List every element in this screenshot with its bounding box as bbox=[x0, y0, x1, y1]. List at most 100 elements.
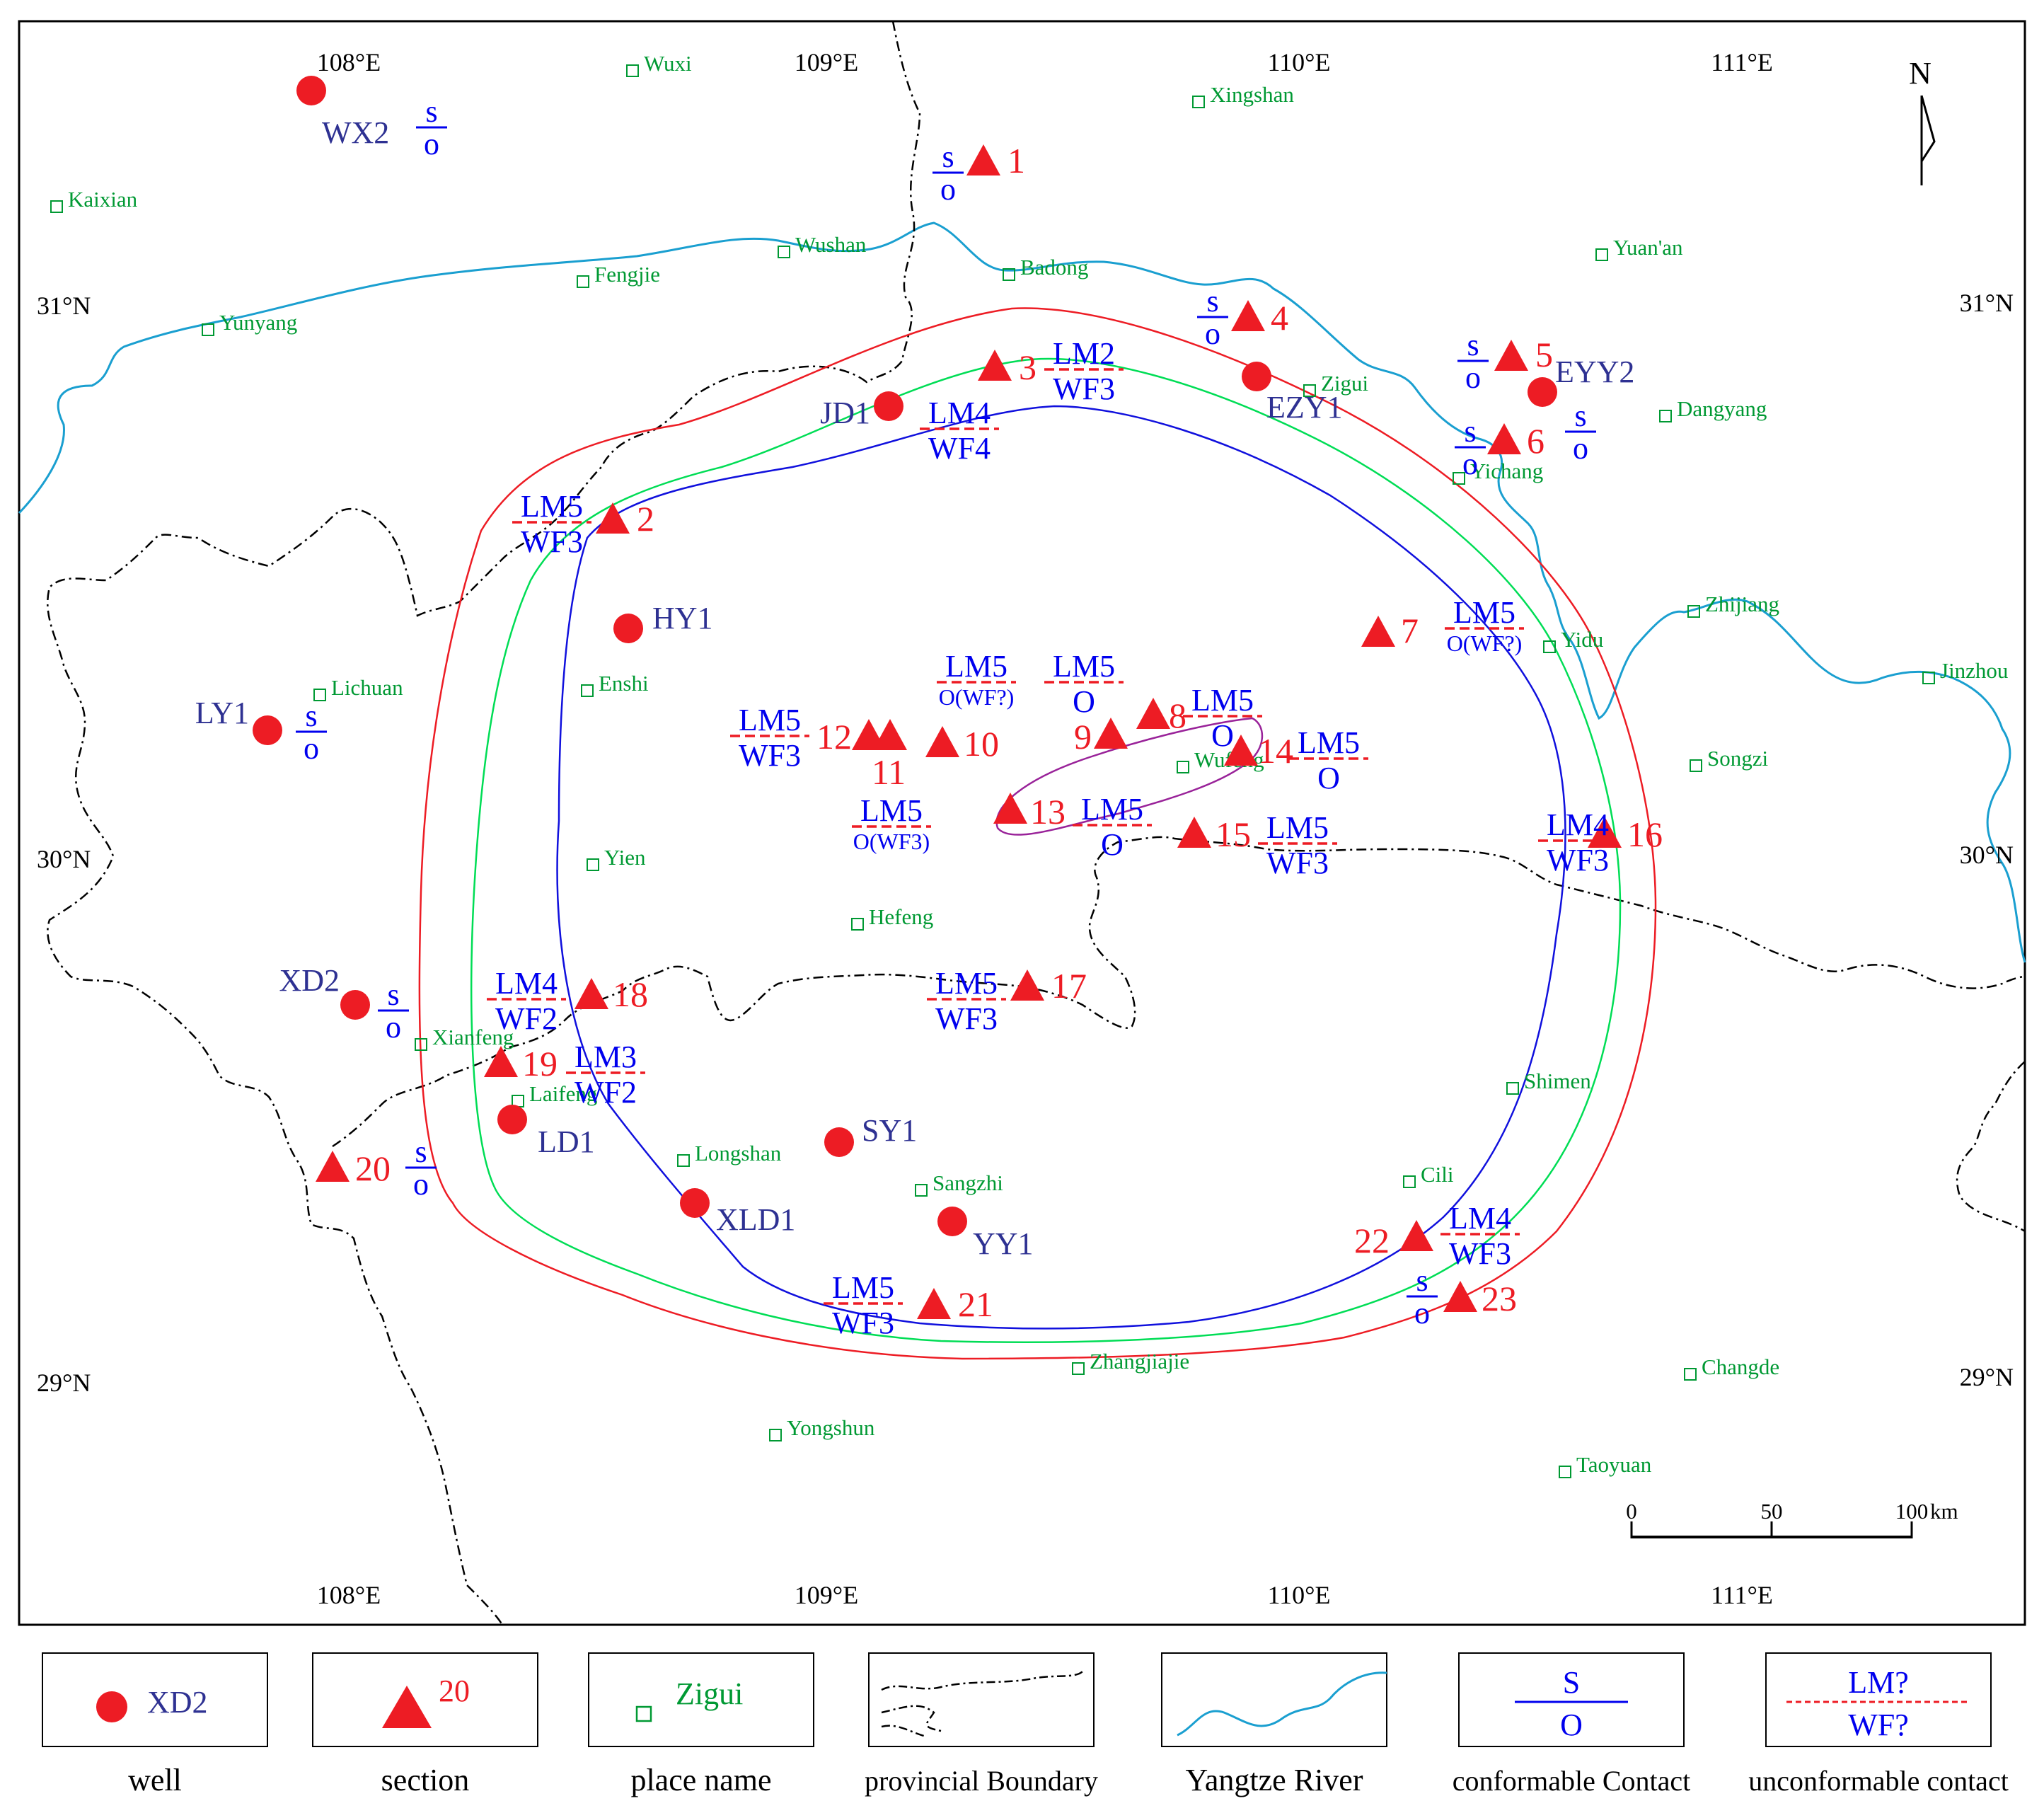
north-label: N bbox=[1909, 56, 1932, 91]
place-enshi: Enshi bbox=[581, 671, 649, 697]
place-sangzhi: Sangzhi bbox=[915, 1170, 1003, 1197]
yangtze-river bbox=[18, 221, 2026, 963]
well-ly1: LY1 bbox=[195, 696, 282, 745]
legend-item-section: 20 section bbox=[312, 1652, 538, 1797]
section-4: 4 bbox=[1231, 298, 1288, 338]
legend-conformable-caption: conformable Contact bbox=[1453, 1765, 1691, 1797]
section-number-10: 10 bbox=[964, 724, 999, 764]
legend-item-unconformable: LM? WF? unconformable contact bbox=[1748, 1652, 2009, 1797]
place-yichang: Yichang bbox=[1453, 459, 1543, 485]
legend-section-caption: section bbox=[381, 1763, 470, 1797]
place-jinzhou: Jinzhou bbox=[1922, 658, 2008, 684]
contact-label: so bbox=[296, 698, 327, 766]
contact-lower: WF2 bbox=[574, 1075, 637, 1110]
contact-upper: LM5 bbox=[1053, 649, 1115, 684]
well-marker bbox=[497, 1105, 527, 1134]
legend-boundary-caption: provincial Boundary bbox=[865, 1765, 1098, 1797]
provincial-boundaries bbox=[47, 21, 2026, 1625]
section-23: 23 bbox=[1443, 1279, 1517, 1318]
section-number-18: 18 bbox=[613, 974, 648, 1014]
well-marker bbox=[874, 391, 903, 421]
section-number-20: 20 bbox=[355, 1149, 391, 1188]
well-label-ly1: LY1 bbox=[195, 696, 249, 730]
legend-conformable-lower: O bbox=[1560, 1708, 1583, 1742]
well-sy1: SY1 bbox=[824, 1113, 917, 1157]
graticule-labels: 108°E 109°E 110°E 111°E 108°E 109°E 110°… bbox=[37, 48, 2014, 1609]
legend-well-sample: XD2 bbox=[147, 1685, 208, 1720]
place-label-fengjie: Fengjie bbox=[594, 262, 660, 287]
lon-top-108: 108°E bbox=[317, 48, 381, 76]
legend-item-place: Zigui place name bbox=[588, 1652, 814, 1797]
well-marker bbox=[340, 990, 370, 1020]
lon-top-110: 110°E bbox=[1267, 48, 1330, 76]
section-number-9: 9 bbox=[1074, 717, 1092, 756]
place-label-zhijiang: Zhijiang bbox=[1705, 592, 1779, 616]
place-wushan: Wushan bbox=[778, 232, 867, 258]
section-marker bbox=[1494, 340, 1528, 371]
section-17: 17 bbox=[1010, 966, 1087, 1006]
place-zhangjiajie: Zhangjiajie bbox=[1072, 1349, 1189, 1375]
lat-left-30: 30°N bbox=[37, 845, 91, 873]
place-label-enshi: Enshi bbox=[599, 671, 649, 696]
legend-conformable-upper: S bbox=[1563, 1665, 1580, 1700]
section-marker bbox=[978, 350, 1012, 381]
section-marker bbox=[1136, 698, 1170, 729]
legend-item-river: Yangtze River bbox=[1161, 1652, 1387, 1797]
lon-bottom-110: 110°E bbox=[1267, 1581, 1330, 1609]
section-5: 5 bbox=[1494, 335, 1553, 374]
place-label-hefeng: Hefeng bbox=[869, 904, 933, 929]
section-number-11: 11 bbox=[872, 752, 906, 792]
section-6: 6 bbox=[1487, 421, 1544, 461]
place-label-taoyuan: Taoyuan bbox=[1576, 1452, 1652, 1477]
lon-bottom-111: 111°E bbox=[1711, 1581, 1773, 1609]
well-jd1: JD1 bbox=[820, 391, 903, 430]
section-13: 13 bbox=[993, 792, 1066, 831]
section-number-5: 5 bbox=[1535, 335, 1553, 374]
lon-top-109: 109°E bbox=[795, 48, 858, 76]
section-19: 19 bbox=[484, 1044, 558, 1083]
contact-upper: LM5 bbox=[1191, 683, 1254, 718]
section-number-7: 7 bbox=[1401, 611, 1419, 650]
section-number-21: 21 bbox=[958, 1284, 993, 1324]
north-arrow: N bbox=[1909, 56, 1936, 185]
section-marker bbox=[852, 719, 886, 750]
section-number-12: 12 bbox=[816, 717, 852, 756]
scale-tick-100: 100 bbox=[1895, 1499, 1929, 1524]
well-xld1: XLD1 bbox=[680, 1188, 795, 1237]
contact-upper: s bbox=[387, 977, 399, 1012]
place-wuxi: Wuxi bbox=[626, 51, 692, 77]
section-marker bbox=[316, 1151, 350, 1182]
place-label-yien: Yien bbox=[604, 845, 646, 870]
section-21: 21 bbox=[917, 1284, 993, 1324]
legend-unconformable-upper: LM? bbox=[1848, 1665, 1909, 1700]
section-marker bbox=[966, 144, 1000, 175]
section-number-16: 16 bbox=[1627, 815, 1663, 854]
well-ld1: LD1 bbox=[497, 1105, 595, 1159]
place-label-laifeng: Laifeng bbox=[529, 1081, 597, 1106]
well-marker bbox=[680, 1188, 710, 1218]
zone-purple-outline bbox=[995, 717, 1264, 836]
contact-upper: LM5 bbox=[1298, 725, 1360, 760]
place-label-wuxi: Wuxi bbox=[644, 51, 692, 76]
contact-lower: O bbox=[1101, 827, 1124, 862]
contact-lower: O bbox=[1073, 684, 1095, 719]
section-18: 18 bbox=[574, 974, 648, 1014]
contact-upper: LM5 bbox=[1081, 792, 1143, 827]
place-xianfeng: Xianfeng bbox=[415, 1025, 514, 1051]
contact-lower: O(WF3) bbox=[853, 829, 930, 854]
contact-upper: LM5 bbox=[832, 1270, 894, 1305]
contact-lower: o bbox=[1205, 316, 1220, 351]
lon-top-111: 111°E bbox=[1711, 48, 1773, 76]
well-label-ld1: LD1 bbox=[538, 1124, 595, 1159]
place-yunyang: Yunyang bbox=[202, 310, 297, 336]
contact-lower: O(WF?) bbox=[939, 684, 1015, 710]
